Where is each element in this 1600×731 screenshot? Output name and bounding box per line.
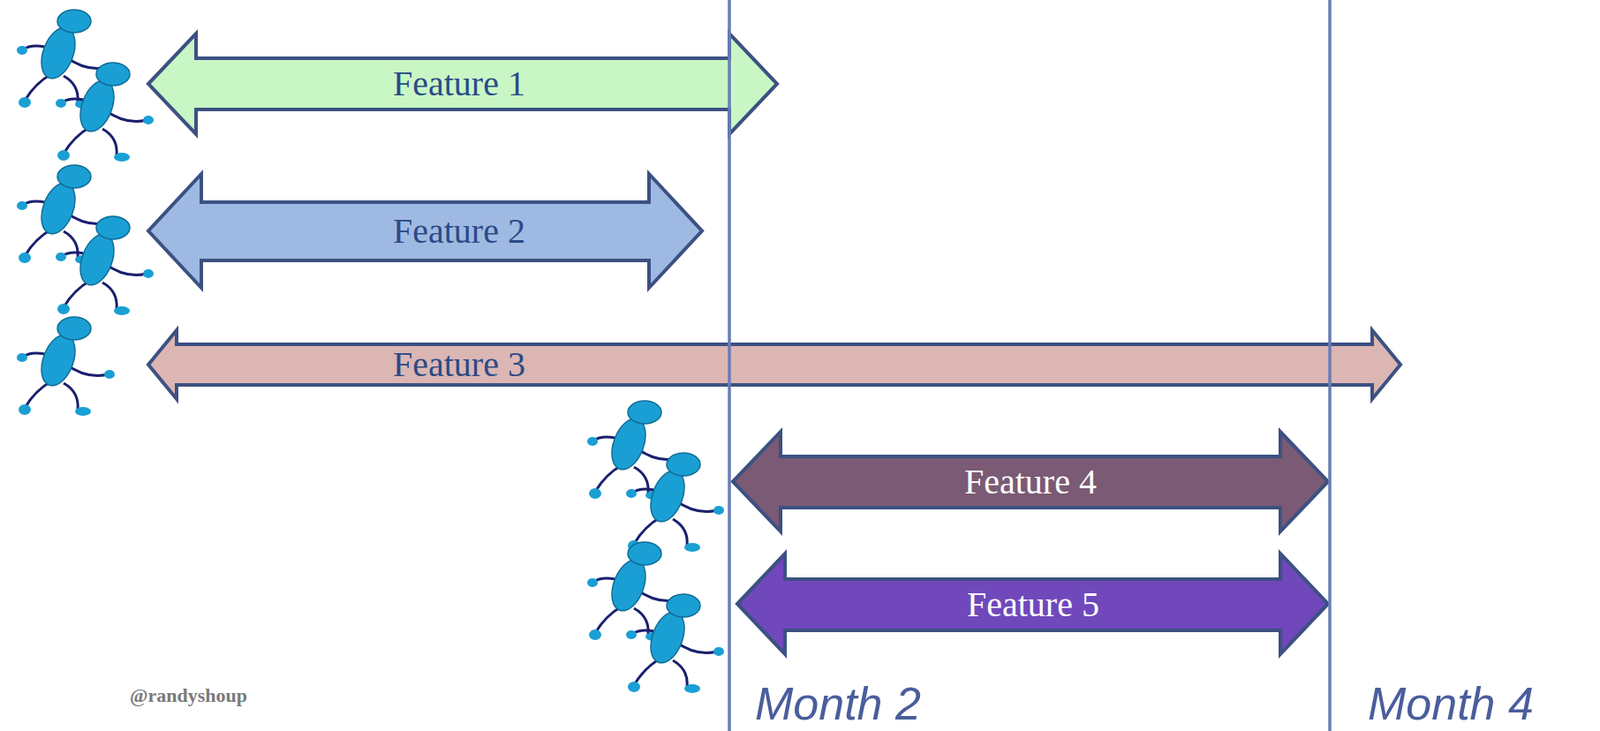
month-marker: Month 4 xyxy=(1367,679,1534,728)
feature-arrow: Feature 4 xyxy=(731,430,1330,534)
double-arrow-shape xyxy=(146,328,1403,401)
feature-arrow: Feature 3 xyxy=(146,328,1403,401)
feature-label: Feature 4 xyxy=(964,462,1097,502)
author-handle: @randyshoup xyxy=(129,683,248,709)
month-marker: Month 2 xyxy=(754,679,921,728)
feature-arrow: Feature 2 xyxy=(146,172,704,290)
feature-label: Feature 2 xyxy=(392,211,526,251)
feature-label: Feature 5 xyxy=(966,585,1100,625)
feature-arrow: Feature 5 xyxy=(735,551,1330,657)
feature-arrow: Feature 1 xyxy=(146,31,779,136)
feature-label: Feature 1 xyxy=(392,64,526,104)
feature-label: Feature 3 xyxy=(392,345,526,385)
